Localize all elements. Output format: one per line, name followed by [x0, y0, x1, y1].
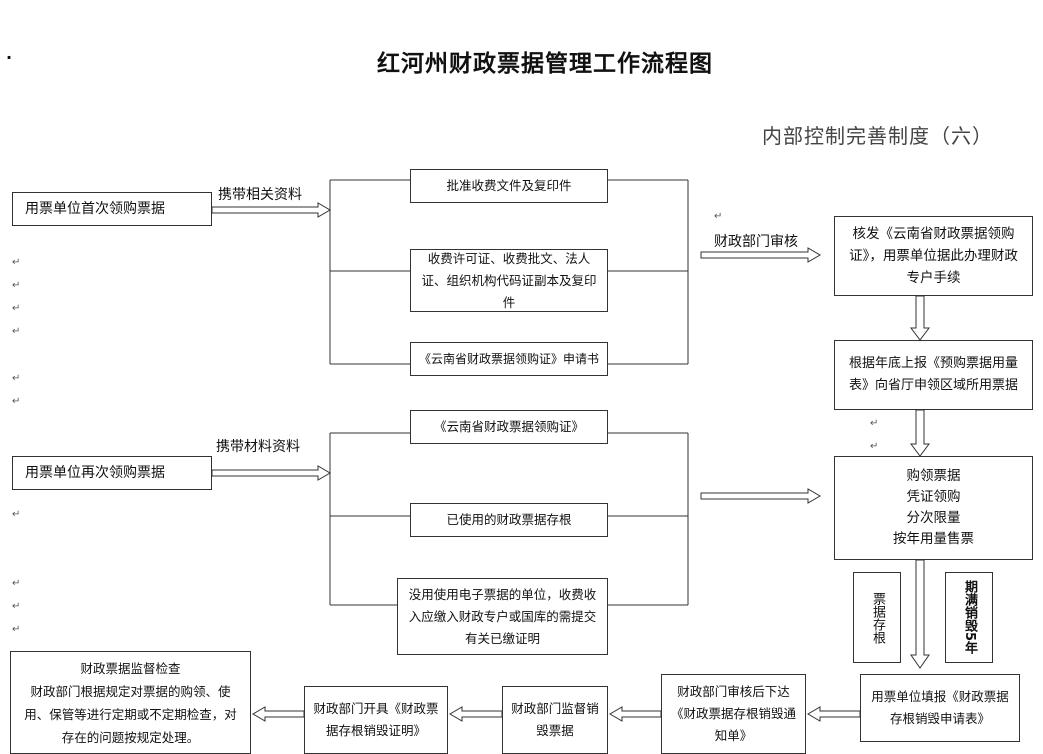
paragraph-mark: ↵ — [12, 624, 21, 635]
buy-title: 购领票据 — [906, 468, 961, 484]
supervise-destroy-box: 财政部门监督销毁票据 — [502, 686, 608, 754]
issue-proof-label: 财政部门开具《财政票据存根销毁证明》 — [313, 701, 439, 738]
review-notice-label: 财政部门审核后下达《财政票据存根销毁通知单》 — [670, 684, 796, 743]
issue-cert-box: 核发《云南省财政票据领购证》，用票单位据此办理财政专户手续 — [834, 216, 1033, 296]
inspection-box: 财政票据监督检查 财政部门根据规定对票据的购领、使用、保管等进行定期或不定期检查… — [10, 651, 251, 754]
paragraph-mark: ↵ — [12, 280, 21, 291]
approval-doc-label: 批准收费文件及复印件 — [446, 178, 572, 193]
purchase-cert-label: 《云南省财政票据领购证》 — [433, 419, 584, 434]
expire-destroy-label: 期满销毁5年 — [962, 580, 977, 655]
first-purchase-box: 用票单位首次领购票据 — [12, 192, 212, 226]
review-notice-box: 财政部门审核后下达《财政票据存根销毁通知单》 — [661, 674, 806, 754]
annual-report-box: 根据年底上报《预购票据用量表》向省厅申领区域所用票据 — [834, 340, 1033, 410]
paragraph-mark: ↵ — [714, 211, 723, 222]
license-doc-box: 收费许可证、收费批文、法人证、组织机构代码证副本及复印件 — [410, 249, 608, 312]
page-subtitle: 内部控制完善制度（六） — [762, 124, 993, 148]
stub-store-label: 票据存根 — [870, 591, 885, 644]
finance-review-label: 财政部门审核 — [714, 234, 798, 250]
paragraph-mark: ↵ — [12, 257, 21, 268]
second-purchase-box: 用票单位再次领购票据 — [12, 456, 212, 490]
used-stub-label: 已使用的财政票据存根 — [446, 512, 572, 527]
paragraph-mark: ↵ — [12, 326, 21, 337]
expire-destroy-box: 期满销毁5年 — [945, 572, 993, 663]
paragraph-mark: ↵ — [12, 373, 21, 384]
paragraph-mark: ↵ — [12, 509, 21, 520]
paragraph-mark: ↵ — [12, 578, 21, 589]
buy-tickets-box: 购领票据 凭证领购 分次限量 按年用量售票 — [834, 456, 1033, 560]
apply-destroy-box: 用票单位填报《财政票据存根销毁申请表》 — [860, 674, 1020, 742]
paragraph-mark: ↵ — [870, 441, 879, 452]
paragraph-mark: ↵ — [12, 396, 21, 407]
page-title: 红河州财政票据管理工作流程图 — [377, 51, 713, 77]
paragraph-mark: ↵ — [12, 601, 21, 612]
buy-item-1: 凭证领购 — [906, 489, 961, 505]
approval-doc-box: 批准收费文件及复印件 — [410, 169, 608, 203]
license-doc-label: 收费许可证、收费批文、法人证、组织机构代码证副本及复印件 — [421, 250, 597, 310]
paragraph-mark: ↵ — [12, 303, 21, 314]
annual-report-label: 根据年底上报《预购票据用量表》向省厅申领区域所用票据 — [848, 356, 1018, 393]
carry-docs-label: 携带相关资料 — [218, 187, 302, 203]
issue-proof-box: 财政部门开具《财政票据存根销毁证明》 — [304, 686, 448, 754]
second-purchase-label: 用票单位再次领购票据 — [25, 465, 165, 481]
purchase-cert-box: 《云南省财政票据领购证》 — [410, 410, 608, 444]
apply-destroy-label: 用票单位填报《财政票据存根销毁申请表》 — [871, 689, 1009, 726]
buy-item-2: 分次限量 — [906, 510, 961, 526]
buy-item-3: 按年用量售票 — [893, 531, 974, 547]
payment-proof-label: 没用使用电子票据的单位，收费收入应缴入财政专户或国库的需提交有关已缴证明 — [408, 586, 597, 646]
used-stub-box: 已使用的财政票据存根 — [410, 503, 608, 537]
issue-cert-label: 核发《云南省财政票据领购证》，用票单位据此办理财政专户手续 — [849, 226, 1018, 286]
supervise-destroy-label: 财政部门监督销毁票据 — [511, 701, 599, 738]
application-doc-label: 《云南省财政票据领购证》申请书 — [418, 352, 599, 366]
stub-store-box: 票据存根 — [853, 572, 901, 663]
payment-proof-box: 没用使用电子票据的单位，收费收入应缴入财政专户或国库的需提交有关已缴证明 — [397, 578, 608, 655]
page-dot: · — [6, 48, 13, 67]
application-doc-box: 《云南省财政票据领购证》申请书 — [410, 342, 608, 376]
inspection-body: 财政部门根据规定对票据的购领、使用、保管等进行定期或不定期检查，对存在的问题按规… — [24, 683, 237, 745]
inspection-title: 财政票据监督检查 — [80, 660, 181, 676]
first-purchase-label: 用票单位首次领购票据 — [25, 201, 165, 217]
carry-materials-label: 携带材料资料 — [216, 439, 300, 455]
paragraph-mark: ↵ — [870, 418, 879, 429]
